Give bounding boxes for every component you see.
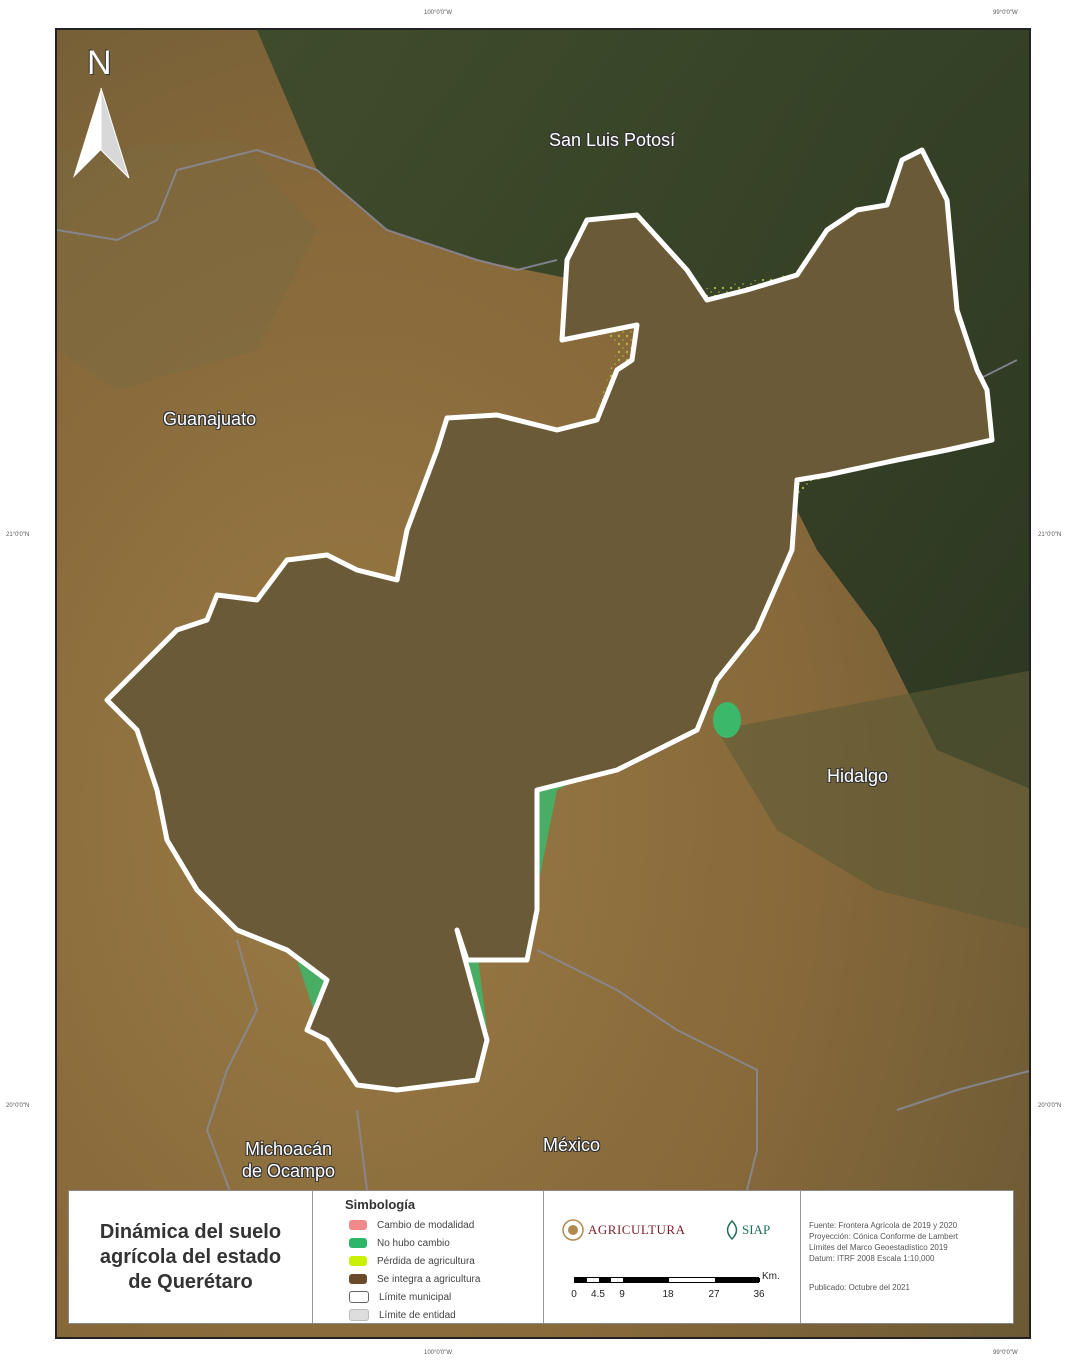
scale-tick: 4.5 [591, 1289, 605, 1300]
swatch-perdida-agricultura [349, 1256, 367, 1266]
legend-panel: Dinámica del suelo agrícola del estado d… [68, 1190, 1014, 1324]
coord-bottom-left: 100°0'0"W [424, 1350, 453, 1356]
scale-tick: 36 [753, 1289, 765, 1300]
label-michoacan: Michoacán de Ocampo [242, 1139, 336, 1181]
legend-title-box: Dinámica del suelo agrícola del estado d… [69, 1191, 313, 1323]
label-hidalgo: Hidalgo [827, 766, 889, 786]
swatch-limite-municipal [349, 1291, 369, 1303]
legend-item-limite-municipal: Límite municipal [349, 1289, 451, 1305]
info-published: Publicado: Octubre del 2021 [809, 1283, 910, 1292]
swatch-se-integra [349, 1274, 367, 1284]
north-label: N [87, 44, 112, 82]
scale-tick: 27 [708, 1289, 720, 1300]
info-projection: Proyección: Cónica Conforme de Lambert [809, 1232, 958, 1241]
coord-bottom-right: 99°0'0"W [993, 1350, 1018, 1356]
forest-area [257, 30, 1029, 789]
legend-item-se-integra: Se integra a agricultura [349, 1271, 480, 1287]
label-guanajuato: Guanajuato [163, 409, 257, 429]
north-arrow-icon [73, 87, 130, 179]
coord-right-low: 20°0'0"N [1038, 1103, 1062, 1109]
info-limits: Límites del Marco Geoestadístico 2019 [809, 1243, 948, 1252]
scale-tick: 0 [571, 1289, 577, 1300]
mexico-seal-icon [562, 1219, 584, 1241]
hills-area [717, 670, 1029, 929]
label-mexico: México [543, 1135, 601, 1155]
coord-left-low: 20°0'0"N [6, 1103, 30, 1109]
logos-box: AGRICULTURA SIAP 0 4.5 9 18 27 36 Km. [544, 1191, 801, 1323]
legend-item-no-hubo-cambio: No hubo cambio [349, 1235, 450, 1251]
swatch-cambio-modalidad [349, 1220, 367, 1230]
label-san-luis-potosi: San Luis Potosí [549, 130, 676, 150]
legend-item-limite-entidad: Límite de entidad [349, 1307, 456, 1323]
scale-tick: 18 [662, 1289, 674, 1300]
map-title: Dinámica del suelo agrícola del estado d… [99, 1220, 282, 1293]
info-datum: Datum: ITRF 2008 Escala 1:10,000 [809, 1254, 935, 1263]
legend-item-cambio-modalidad: Cambio de modalidad [349, 1217, 474, 1233]
map-frame[interactable]: N San Luis Potosí Guanajuato Hidalgo Mic… [55, 28, 1031, 1339]
legend-item-perdida-agricultura: Pérdida de agricultura [349, 1253, 475, 1269]
swatch-limite-entidad [349, 1309, 369, 1321]
satellite-map[interactable] [57, 30, 1031, 1339]
west-hills [57, 140, 317, 390]
symbology-box: Simbología Cambio de modalidad No hubo c… [313, 1191, 544, 1323]
info-source: Fuente: Frontera Agrícola de 2019 y 2020 [809, 1221, 958, 1230]
coord-top-right: 99°0'0"W [993, 10, 1018, 16]
coord-top-left: 100°0'0"W [424, 10, 453, 16]
scale-unit: Km. [762, 1271, 780, 1282]
siap-logo: SIAP [724, 1219, 770, 1241]
info-box: Fuente: Frontera Agrícola de 2019 y 2020… [801, 1191, 1013, 1323]
symbology-title: Simbología [345, 1197, 416, 1212]
agricultura-logo: AGRICULTURA [562, 1219, 685, 1241]
coord-right-mid: 21°0'0"N [1038, 532, 1062, 538]
coord-left-mid: 21°0'0"N [6, 532, 30, 538]
swatch-no-hubo-cambio [349, 1238, 367, 1248]
siap-leaf-icon [726, 1219, 738, 1241]
scale-bar [574, 1277, 760, 1283]
scale-tick: 9 [619, 1289, 625, 1300]
